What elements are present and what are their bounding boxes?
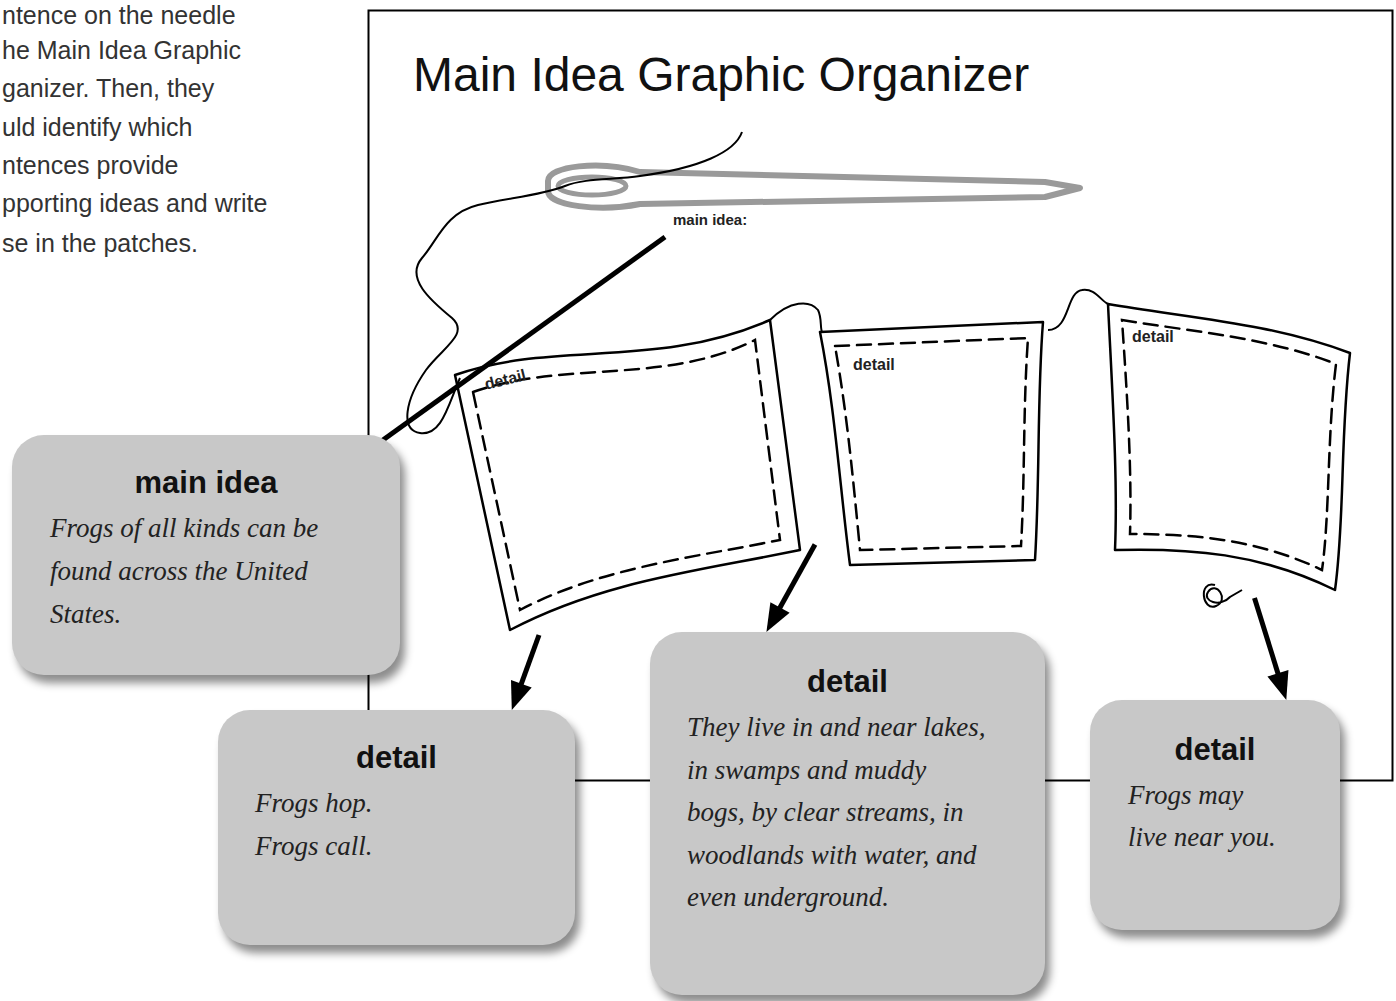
box-heading: detail <box>1090 730 1340 770</box>
stitching <box>1122 320 1336 570</box>
fabric-patch: detail <box>1100 298 1358 598</box>
instruction-text: ganizer. Then, they <box>2 73 214 103</box>
connector-line <box>521 635 539 686</box>
patch-edge <box>455 320 800 630</box>
leader-line <box>376 237 665 445</box>
patch-label: detail <box>853 356 895 374</box>
box-text: Frogs may live near you. <box>1128 774 1288 858</box>
patch-outline <box>455 310 800 635</box>
callout-box: detailFrogs may live near you. <box>1090 700 1340 930</box>
stitching <box>835 338 1028 550</box>
thread <box>770 303 822 332</box>
stitching <box>473 340 780 610</box>
worksheet-frame <box>369 11 1393 781</box>
field-label: main idea: <box>673 211 747 229</box>
arrowhead <box>766 602 789 632</box>
box-heading: detail <box>218 738 575 778</box>
connector-line <box>1254 598 1278 675</box>
box-text: Frogs hop. <box>255 782 545 825</box>
instruction-text: uld identify which <box>2 112 192 142</box>
thread <box>1048 290 1108 330</box>
instruction-text: he Main Idea Graphic <box>2 35 241 65</box>
instruction-text: pporting ideas and write <box>2 188 267 218</box>
patch-edge <box>1108 304 1350 590</box>
instruction-text: ntence on the needle <box>2 0 236 30</box>
arrowhead <box>1267 670 1288 700</box>
callout-box: detailThey live in and near lakes, in sw… <box>650 632 1045 995</box>
patch-label: detail <box>1132 328 1174 346</box>
box-text: Frogs call. <box>255 825 545 868</box>
arrowhead <box>511 680 532 710</box>
box-text: Frogs of all kinds can be found across t… <box>50 507 340 636</box>
patch-outline <box>815 318 1050 568</box>
callout-box: detailFrogs hop.Frogs call. <box>218 710 575 945</box>
instruction-text: se in the patches. <box>2 228 198 258</box>
needle <box>548 166 1080 208</box>
instruction-text: ntences provide <box>2 150 179 180</box>
connector-arrow <box>1254 598 1288 700</box>
connector-arrow <box>511 635 539 710</box>
fabric-patch: detail <box>815 318 1050 568</box>
title: Main Idea Graphic Organizer <box>413 47 1029 103</box>
patch-edge <box>820 322 1043 565</box>
thread-knot <box>1204 584 1242 606</box>
box-text: They live in and near lakes, in swamps a… <box>687 706 987 919</box>
fabric-patch: detail <box>455 310 800 635</box>
patch-label: detail <box>483 366 528 394</box>
box-heading: detail <box>650 662 1045 702</box>
box-heading: main idea <box>12 463 400 503</box>
callout-box: main ideaFrogs of all kinds can be found… <box>12 435 400 675</box>
connector-arrow <box>766 544 815 632</box>
